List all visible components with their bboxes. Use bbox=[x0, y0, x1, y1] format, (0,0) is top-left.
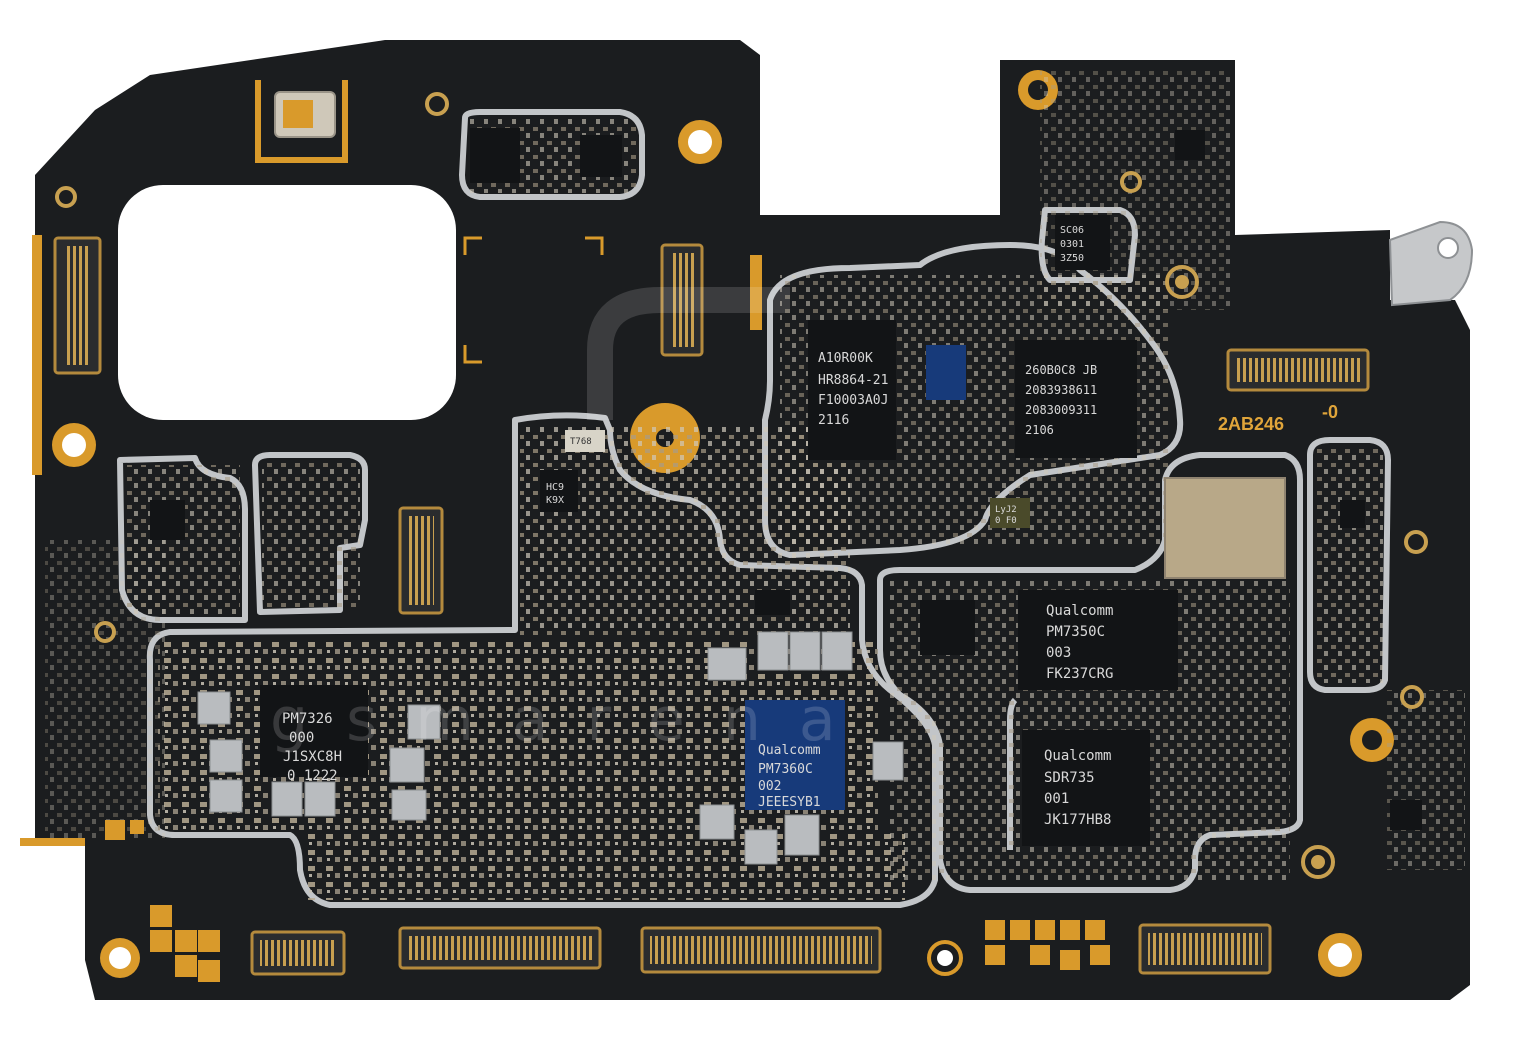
gold-bracket-top bbox=[255, 80, 348, 163]
chip-line: A10R00K bbox=[818, 351, 873, 366]
chip-a10r00k: A10R00K HR8864-21 F10003A0J 2116 bbox=[808, 320, 896, 460]
chip-line: 003 bbox=[1046, 645, 1071, 661]
gold-strip-left bbox=[32, 235, 42, 475]
inductors bbox=[197, 631, 904, 865]
gold-pads bbox=[105, 820, 1110, 982]
chip-line: J1SXC8H bbox=[283, 749, 342, 765]
svg-text:HC9: HC9 bbox=[546, 482, 564, 493]
chip-line: PM7326 bbox=[282, 711, 333, 727]
small-chip-lyj2: LyJ2 0 F0 bbox=[990, 498, 1030, 528]
chip-line: Qualcomm bbox=[1044, 748, 1111, 764]
chip-line: Qualcomm bbox=[758, 743, 821, 758]
chip-pm7326: PM7326 000 J1SXC8H 0 1222 bbox=[260, 685, 368, 784]
chip-line: SDR735 bbox=[1044, 770, 1095, 786]
chip-line: FK237CRG bbox=[1046, 666, 1113, 682]
chip-line: Qualcomm bbox=[1046, 603, 1113, 619]
chip-line: 0 1222 bbox=[287, 768, 338, 784]
chip-memory: 260B0C8 JB 2083938611 2083009311 2106 bbox=[1015, 340, 1137, 458]
chip-line: PM7350C bbox=[1046, 624, 1105, 640]
small-chip-sc06: SC06 0301 3Z50 bbox=[1055, 215, 1110, 270]
metal-tab bbox=[1388, 220, 1474, 307]
chip-line: 001 bbox=[1044, 791, 1069, 807]
chip-line: 000 bbox=[289, 730, 314, 746]
chip-line: 002 bbox=[758, 779, 781, 794]
gold-shield-module bbox=[1164, 477, 1286, 579]
svg-text:K9X: K9X bbox=[546, 495, 564, 506]
gold-strip-mid bbox=[750, 255, 762, 330]
chip-sdr735: Qualcomm SDR735 001 JK177HB8 bbox=[1022, 730, 1150, 846]
camera-cutout bbox=[118, 185, 456, 420]
chip-line: F10003A0J bbox=[818, 393, 888, 408]
chip-pm7350c: Qualcomm PM7350C 003 FK237CRG bbox=[1018, 590, 1178, 690]
gold-strip-bottomleft bbox=[20, 838, 85, 846]
chip-line: 2083009311 bbox=[1025, 403, 1097, 417]
svg-text:T768: T768 bbox=[570, 437, 592, 447]
watermark: gsmarena bbox=[270, 685, 874, 755]
chip-line: JK177HB8 bbox=[1044, 812, 1111, 828]
blue-module-small bbox=[926, 345, 966, 400]
silkscreen-board-id: 2AB246 bbox=[1218, 414, 1284, 434]
chip-line: JEEESYB1 bbox=[758, 795, 821, 810]
chip-line: 2116 bbox=[818, 413, 849, 428]
rf-coax-connectors bbox=[55, 92, 1428, 879]
svg-text:3Z50: 3Z50 bbox=[1060, 253, 1084, 264]
chip-line: HR8864-21 bbox=[818, 373, 888, 388]
small-chip-t768: T768 bbox=[565, 430, 605, 452]
svg-text:SC06: SC06 bbox=[1060, 225, 1084, 236]
chip-line: 2083938611 bbox=[1025, 383, 1097, 397]
silkscreen-brackets bbox=[463, 236, 604, 364]
chip-line: 260B0C8 JB bbox=[1025, 363, 1097, 377]
svg-text:LyJ2: LyJ2 bbox=[995, 505, 1017, 515]
small-chip-hc9: HC9 K9X bbox=[540, 470, 578, 512]
chip-line: 2106 bbox=[1025, 423, 1054, 437]
chip-pm7360c: Qualcomm PM7360C 002 JEEESYB1 bbox=[745, 700, 845, 810]
svg-text:0 F0: 0 F0 bbox=[995, 516, 1017, 526]
watermark-logo bbox=[587, 287, 790, 420]
silkscreen-board-rev: -0 bbox=[1322, 402, 1338, 422]
small-ics bbox=[150, 128, 1422, 830]
board-connectors bbox=[53, 236, 1370, 976]
chip-line: PM7360C bbox=[758, 762, 813, 777]
svg-text:0301: 0301 bbox=[1060, 239, 1084, 250]
